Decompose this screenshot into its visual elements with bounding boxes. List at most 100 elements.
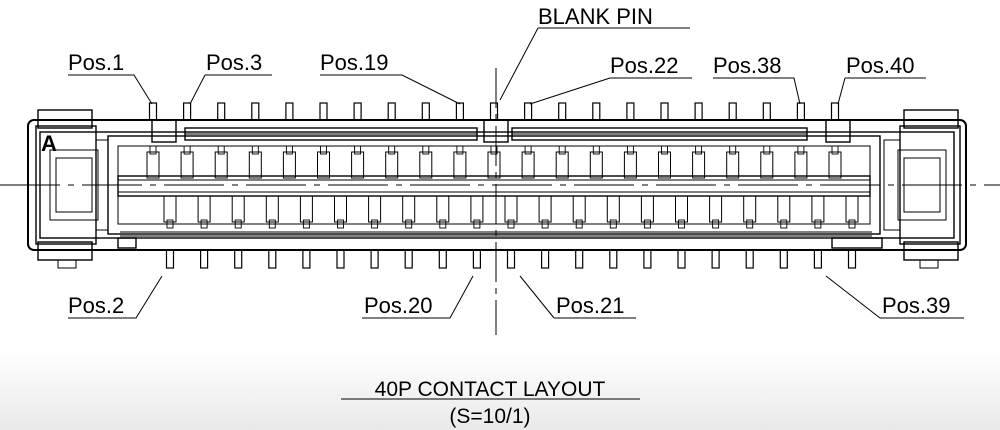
upper-contact [760, 151, 774, 179]
upper-contact-tip [592, 145, 600, 155]
upper-contact [317, 151, 330, 179]
bottom-pin [268, 249, 277, 269]
bottom-pin [302, 249, 311, 269]
lower-contact [572, 195, 586, 223]
bottom-pin [404, 249, 413, 269]
bottom-pin [745, 249, 754, 269]
upper-contact-tip [183, 145, 191, 155]
lower-contact-tip [166, 219, 174, 229]
top-pin [183, 102, 192, 121]
lower-contact [299, 195, 313, 223]
upper-contact [146, 151, 160, 179]
lower-contact-tip [405, 219, 413, 229]
top-pin [762, 102, 771, 121]
upper-contact-tip [422, 145, 430, 155]
upper-contact-tip [354, 145, 362, 155]
top-pin [251, 102, 260, 121]
lower-contact-tip [302, 219, 310, 229]
top-pin [421, 102, 430, 121]
upper-contact-tip [388, 145, 396, 155]
bottom-pin [370, 249, 379, 269]
bottom-pin [779, 249, 788, 269]
left-end-block [35, 109, 109, 269]
corner-mark: A [41, 131, 57, 156]
pos39-label: Pos.39 [882, 293, 951, 318]
bottom-pin [847, 249, 857, 269]
upper-contact-tip [217, 145, 225, 155]
lower-contact [504, 195, 518, 223]
lower-contact [743, 195, 757, 223]
lower-contact-tip [609, 219, 617, 229]
upper-contact-tip [661, 145, 668, 155]
bottom-pin [609, 249, 618, 269]
upper-contact-tip [320, 145, 327, 155]
upper-contact-tip [524, 145, 532, 155]
upper-contact [623, 151, 637, 179]
upper-contact-tip [490, 145, 498, 155]
lower-contact-tip [337, 219, 344, 229]
bottom-pin [643, 249, 652, 269]
lower-contact-tip [541, 219, 549, 229]
top-pin [285, 102, 294, 121]
drawing-scale: (S=10/1) [449, 405, 530, 428]
bottom-pin [506, 249, 516, 269]
top-pin [796, 102, 806, 121]
bottom-pin [336, 249, 345, 269]
lower-contact [640, 195, 654, 223]
upper-contact-tip [456, 145, 464, 155]
lower-contact-tip [268, 219, 276, 229]
top-pin [148, 102, 158, 121]
lower-contact [436, 195, 450, 223]
lower-contact-tip [780, 219, 788, 229]
pos40-label: Pos.40 [846, 53, 915, 78]
lower-contact [709, 195, 723, 223]
pos22-label: Pos.22 [610, 53, 679, 78]
upper-contact-tip [695, 145, 703, 155]
lower-contact-tip [234, 219, 242, 229]
position-labels: BLANK PIN Pos.1 Pos.3 Pos.19 Pos.22 Pos.… [68, 4, 951, 318]
top-pin [694, 102, 703, 121]
lower-contact-tip [678, 219, 685, 229]
top-pin [387, 102, 396, 121]
pos19-label: Pos.19 [320, 50, 389, 75]
upper-contact-tip [285, 145, 293, 155]
pos20-label: Pos.20 [364, 293, 433, 318]
lower-contact [402, 195, 416, 223]
lower-contact-tip [439, 219, 447, 229]
upper-contact [351, 151, 365, 179]
bottom-pin [472, 249, 481, 269]
upper-contact [282, 151, 296, 179]
lower-contact [334, 195, 347, 223]
bottom-pin [540, 249, 550, 269]
upper-contact [589, 151, 603, 179]
pos1-label: Pos.1 [68, 50, 124, 75]
top-pin [523, 102, 533, 121]
upper-contact [692, 151, 706, 179]
pos21-label: Pos.21 [556, 293, 625, 318]
upper-contact [726, 151, 740, 179]
lower-contact-tip [200, 219, 208, 229]
lower-contact-tip [575, 219, 583, 229]
upper-contact-tip [797, 145, 805, 155]
lower-contact [470, 195, 484, 223]
top-pin [592, 102, 601, 121]
lower-contact-tip [848, 219, 856, 229]
bottom-pin [575, 249, 584, 269]
upper-contact [487, 151, 501, 179]
upper-contact-tip [729, 145, 737, 155]
drawing-title: 40P CONTACT LAYOUT [375, 378, 606, 401]
center-lines [0, 68, 1000, 335]
lower-contact [265, 195, 279, 223]
top-pin [558, 102, 567, 121]
bottom-pin-row [165, 249, 857, 269]
top-pin [455, 102, 464, 121]
upper-contact [828, 151, 842, 179]
lower-contact [231, 195, 245, 223]
lower-contact [845, 195, 859, 223]
upper-contact [419, 151, 433, 179]
upper-contact [214, 151, 228, 179]
blank-pin-label: BLANK PIN [538, 4, 653, 29]
upper-contact [555, 151, 569, 179]
